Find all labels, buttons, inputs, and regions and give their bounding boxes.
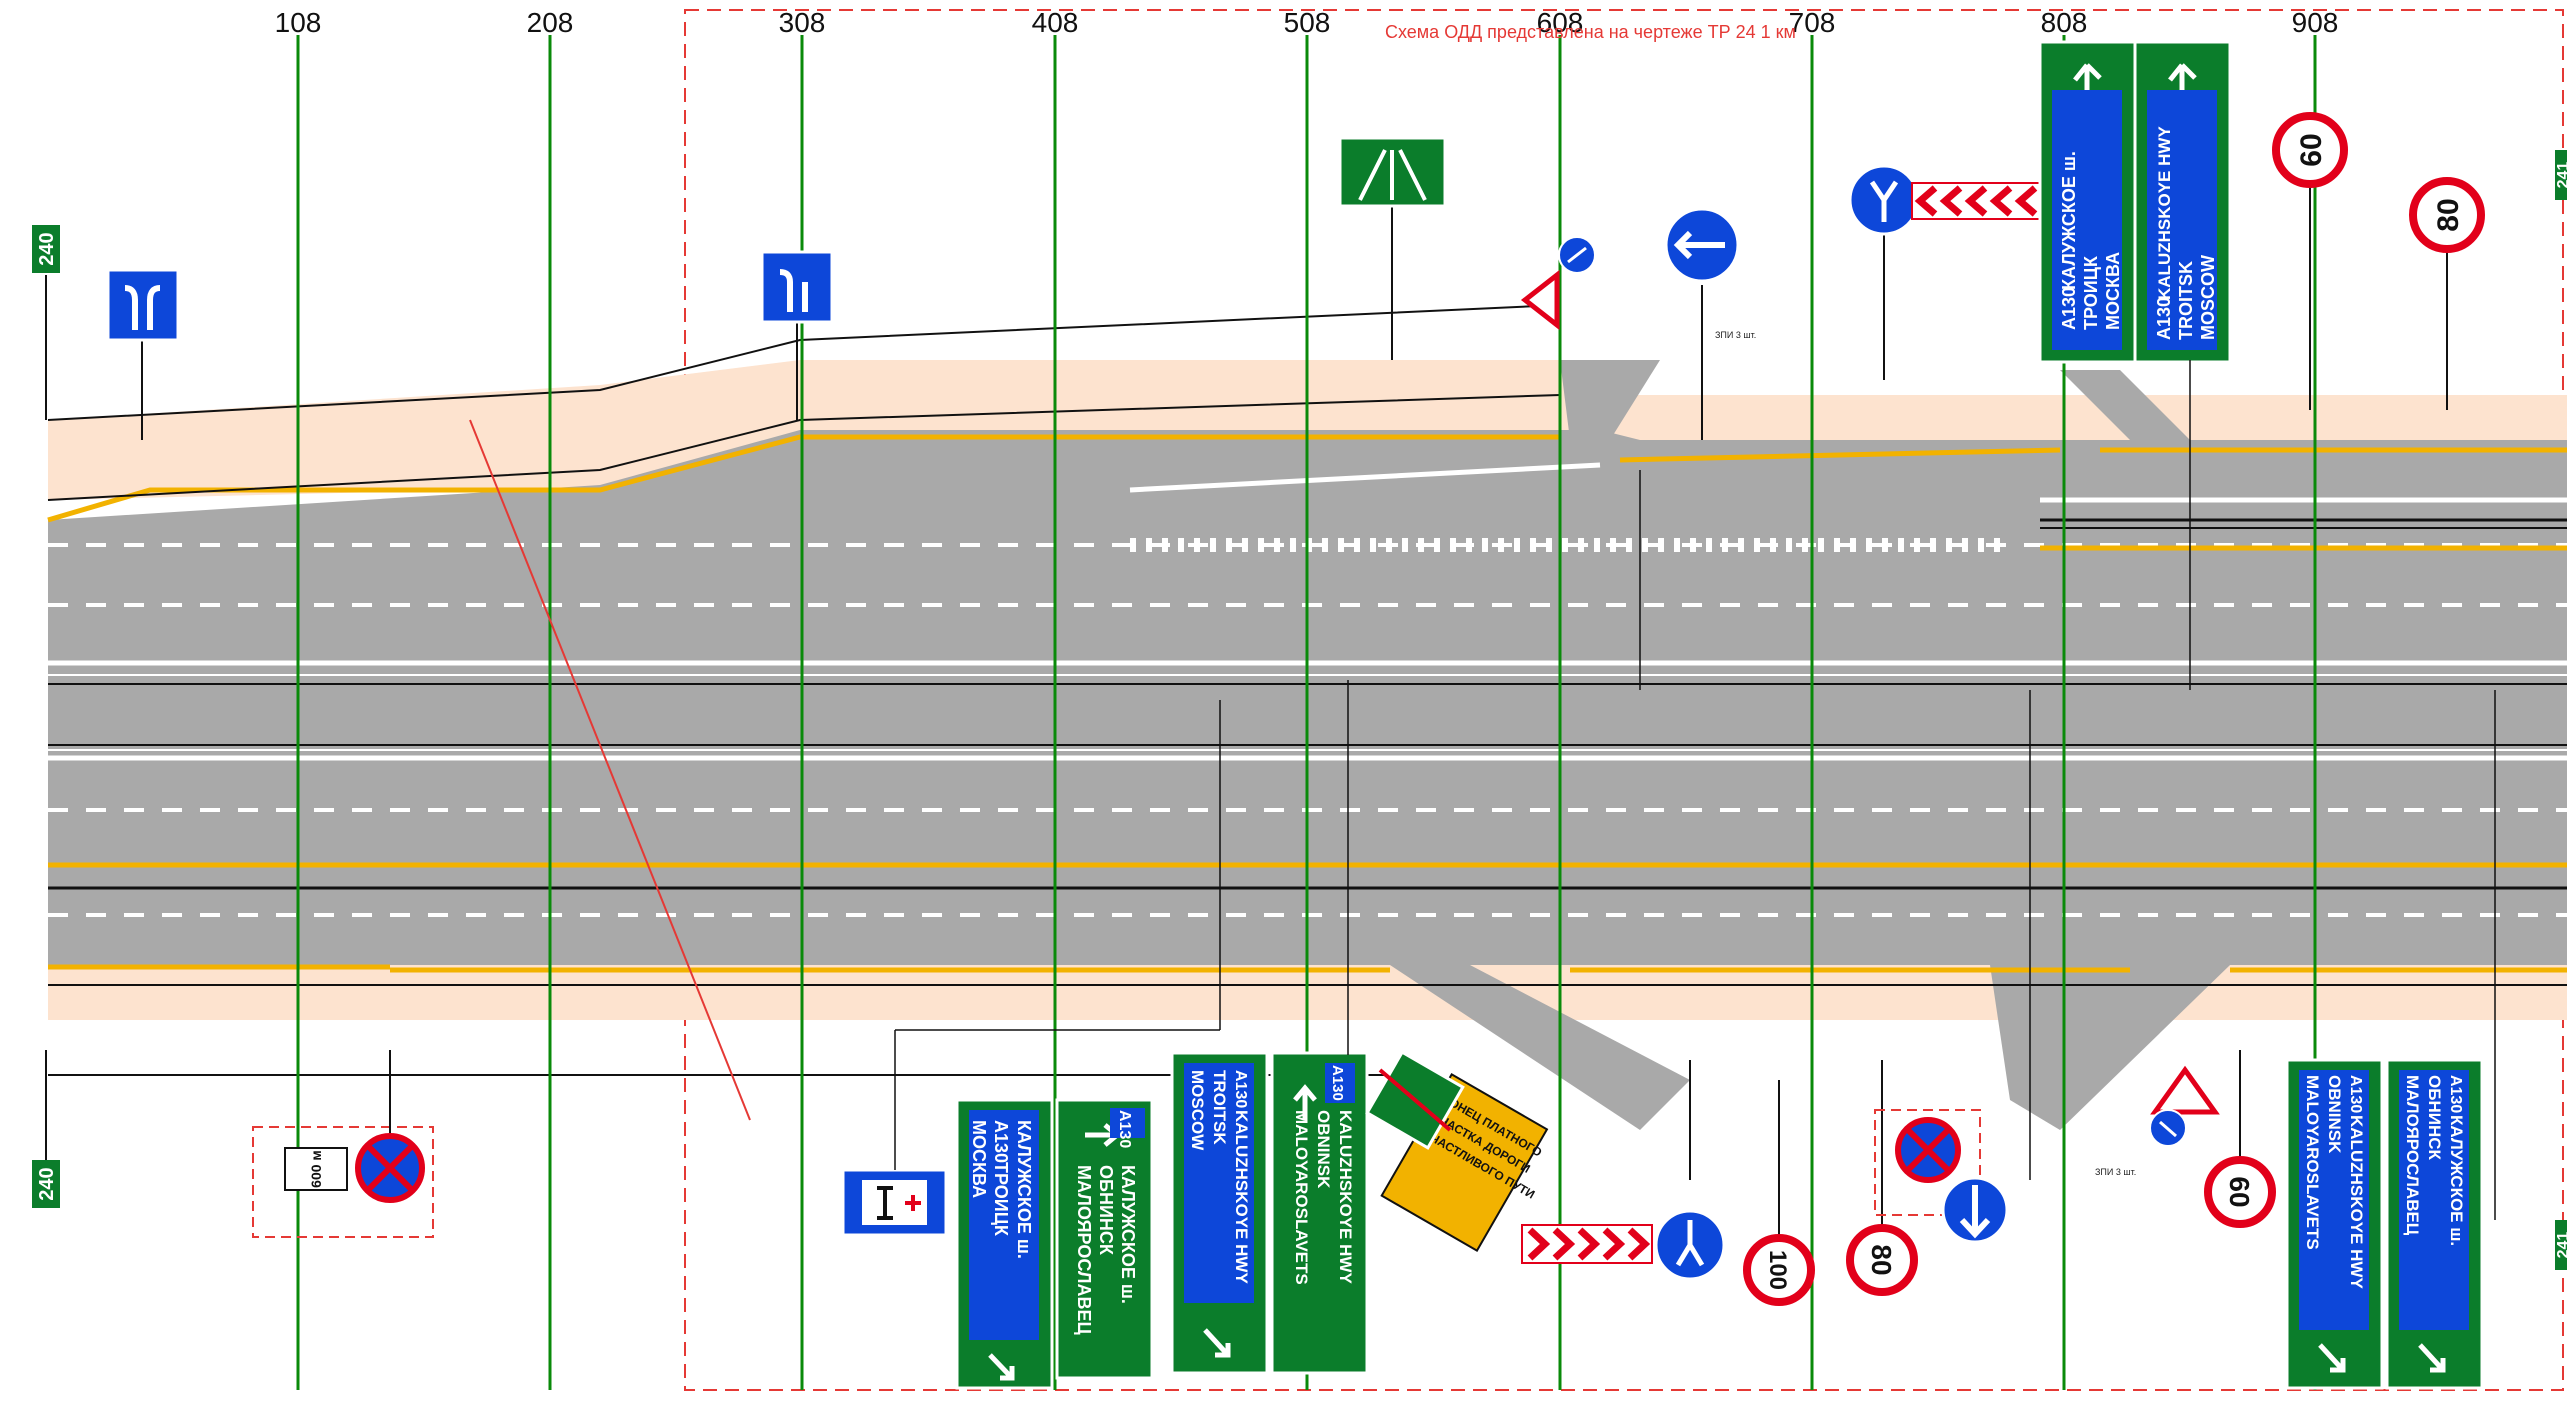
direction-sign-top-1: A130 КАЛУЖСКОЕ ш. ТРОИЦК МОСКВА bbox=[2038, 40, 2137, 364]
speed-limit-bottom-80: 80 bbox=[1846, 1060, 1918, 1296]
small-round-sign-bottom bbox=[2149, 1109, 2187, 1147]
scheme-note: Схема ОДД представлена на чертеже ТР 24 … bbox=[1385, 22, 1796, 42]
grid-label-108: 108 bbox=[275, 7, 322, 38]
entry-ramp-upper-2 bbox=[2060, 370, 2190, 440]
direction-sign-bottom-3: A130 KALUZHSKOYE HWY TROITSK MOSCOW bbox=[1170, 1051, 1269, 1375]
direction-sign-bottom-2: A130 КАЛУЖСКОЕ ш. ОБНИНСК МАЛОЯРОСЛАВЕЦ bbox=[1055, 1098, 1154, 1380]
grid-label-908: 908 bbox=[2292, 7, 2339, 38]
boundary-line bbox=[469, 419, 751, 1121]
zpi-label-top: ЗПИ 3 шт. bbox=[1715, 330, 1756, 340]
warning-triangle-bottom bbox=[2150, 1065, 2220, 1115]
sign-line2: ТРОИЦК bbox=[991, 1162, 1011, 1237]
sign-line3: МАЛОЯРОСЛАВЕЦ bbox=[1074, 1165, 1094, 1335]
sign-line2: OBNINSK bbox=[1314, 1110, 1333, 1189]
sign-line3: MOSCOW bbox=[1188, 1070, 1207, 1151]
bypass-sign-top bbox=[1848, 164, 1920, 380]
grid-label-508: 508 bbox=[1284, 7, 1331, 38]
sign-line2: ОБНИНСК bbox=[2425, 1075, 2444, 1160]
direction-sign-top-2: A130 KALUZHSKOYE HWY TROITSK MOSCOW bbox=[2133, 40, 2232, 364]
grid-label-208: 208 bbox=[527, 7, 574, 38]
grid-labels: 108 208 308 408 508 608 708 808 908 bbox=[275, 7, 2339, 38]
sign-line1: KALUZHSKOYE HWY bbox=[2155, 126, 2174, 300]
sign-route: A130 bbox=[991, 1120, 1011, 1163]
chevron-board-top bbox=[1911, 182, 2043, 220]
small-round-sign bbox=[1558, 236, 1596, 274]
sign-line1: KALUZHSKOYE HWY bbox=[1336, 1110, 1355, 1284]
sign-route: A130 bbox=[2154, 297, 2174, 340]
km-post-right-top: 241 bbox=[2555, 150, 2567, 200]
sign-route: A130 bbox=[2347, 1075, 2364, 1113]
chevron-board-bottom bbox=[1521, 1224, 1653, 1264]
grid-label-708: 708 bbox=[1789, 7, 1836, 38]
direction-sign-bottom-1: A130 КАЛУЖСКОЕ ш. ТРОИЦК МОСКВА bbox=[955, 1098, 1054, 1390]
km-post-label: 240 bbox=[36, 232, 58, 265]
sign-route: A130 bbox=[2059, 287, 2079, 330]
speed-value: 100 bbox=[1764, 1250, 1791, 1290]
toll-end-sign: КОНЕЦ ПЛАТНОГО УЧАСТКА ДОРОГИ СЧАСТЛИВОГ… bbox=[1380, 1073, 1549, 1252]
sign-line2: TROITSK bbox=[1210, 1070, 1229, 1145]
sign-line3: МАЛОЯРОСЛАВЕЦ bbox=[2403, 1075, 2422, 1236]
entry-ramp-upper bbox=[1560, 360, 1660, 440]
speed-limit-bottom-100: 100 bbox=[1743, 1080, 1815, 1306]
no-stopping-group: 600 м bbox=[252, 1050, 434, 1238]
lane-direction-sign-2 bbox=[760, 250, 834, 420]
distance-plate: 600 м bbox=[308, 1150, 324, 1188]
sign-line3: MOSCOW bbox=[2198, 255, 2218, 340]
sign-line2: ТРОИЦК bbox=[2081, 255, 2101, 330]
motorway-sign bbox=[1338, 136, 1447, 360]
straight-arrow-sign-bottom bbox=[1941, 1176, 2009, 1244]
sign-line2: OBNINSK bbox=[2325, 1075, 2344, 1154]
sign-line1: КАЛУЖСКОЕ ш. bbox=[1118, 1165, 1138, 1304]
sign-route: A130 bbox=[1116, 1110, 1133, 1148]
grid-label-608: 608 bbox=[1537, 7, 1584, 38]
speed-value: 60 bbox=[2295, 133, 2328, 166]
sign-line2: ОБНИНСК bbox=[1096, 1165, 1116, 1256]
sign-line3: MALOYAROSLAVETS bbox=[2303, 1075, 2322, 1250]
sign-line1: KALUZHSKOYE HWY bbox=[1232, 1110, 1251, 1284]
km-post-left-top: 240 bbox=[32, 225, 60, 420]
sign-line1: КАЛУЖСКОЕ ш. bbox=[2059, 151, 2079, 290]
warning-triangle-top bbox=[1520, 269, 1560, 331]
sign-line3: МОСКВА bbox=[2103, 252, 2123, 330]
sign-line2: TROITSK bbox=[2176, 261, 2196, 340]
km-post-label: 241 bbox=[2555, 1232, 2567, 1259]
speed-limit-top-60: 60 bbox=[2272, 112, 2348, 410]
leader-lines bbox=[894, 360, 2496, 1220]
no-stopping-bottom bbox=[1874, 1109, 1981, 1216]
km-post-label: 241 bbox=[2555, 162, 2567, 189]
speed-value: 80 bbox=[2432, 198, 2465, 231]
sign-line3: MALOYAROSLAVETS bbox=[1292, 1110, 1311, 1285]
sign-line3: МОСКВА bbox=[969, 1120, 989, 1198]
sign-line1: КАЛУЖСКОЕ ш. bbox=[1014, 1120, 1034, 1259]
grid-label-308: 308 bbox=[779, 7, 826, 38]
direction-sign-bottom-5: A130 KALUZHSKOYE HWY OBNINSK MALOYAROSLA… bbox=[2285, 1058, 2384, 1390]
exit-ramp-lower bbox=[1390, 965, 1690, 1130]
bypass-sign-bottom bbox=[1654, 1060, 1726, 1281]
km-post-right-bottom: 241 bbox=[2555, 1220, 2567, 1270]
sign-line1: KALUZHSKOYE HWY bbox=[2347, 1115, 2366, 1289]
speed-value: 60 bbox=[2224, 1176, 2255, 1207]
left-arrow-sign bbox=[1664, 207, 1740, 440]
service-sign bbox=[841, 1168, 948, 1237]
sign-route: A130 bbox=[1329, 1065, 1346, 1101]
direction-sign-bottom-4: A130 KALUZHSKOYE HWY OBNINSK MALOYAROSLA… bbox=[1270, 1051, 1369, 1375]
end-motorway-sign bbox=[1365, 1050, 1465, 1150]
direction-sign-bottom-6: A130 КАЛУЖСКОЕ ш. ОБНИНСК МАЛОЯРОСЛАВЕЦ bbox=[2385, 1058, 2484, 1390]
lane-direction-sign-1 bbox=[106, 268, 180, 440]
grid-label-808: 808 bbox=[2041, 7, 2088, 38]
sign-line1: КАЛУЖСКОЕ ш. bbox=[2447, 1115, 2466, 1246]
speed-limit-top-80: 80 bbox=[2409, 177, 2485, 410]
grid-label-408: 408 bbox=[1032, 7, 1079, 38]
exit-ramp-lower-2 bbox=[1990, 965, 2230, 1130]
speed-value: 80 bbox=[1866, 1244, 1897, 1275]
speed-limit-bottom-60: 60 bbox=[2204, 1050, 2276, 1228]
sign-route: A130 bbox=[1232, 1070, 1249, 1108]
sign-route: A130 bbox=[2447, 1075, 2464, 1113]
zpi-label-bottom: ЗПИ 3 шт. bbox=[2095, 1167, 2136, 1177]
km-post-left-bottom: 240 bbox=[32, 1050, 60, 1208]
km-post-label: 240 bbox=[36, 1167, 58, 1200]
